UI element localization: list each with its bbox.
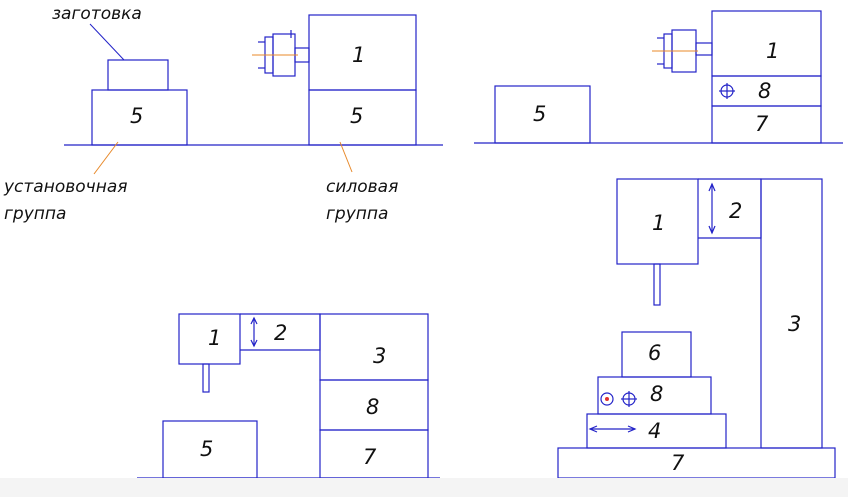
bed-block-7 xyxy=(557,447,836,478)
number-2: 2 xyxy=(274,321,287,345)
leader-workpiece xyxy=(89,23,125,61)
column-block-3 xyxy=(760,178,823,449)
number-5: 5 xyxy=(533,102,546,126)
vertical-arrow-icon xyxy=(708,182,716,235)
label-power-group-1: силовая xyxy=(326,177,398,197)
power-base-5 xyxy=(308,89,417,146)
number-7: 7 xyxy=(363,445,377,469)
slide-block-4 xyxy=(586,413,727,449)
panel-b xyxy=(474,10,843,144)
workpiece-block xyxy=(107,59,169,91)
number-5: 5 xyxy=(130,104,143,128)
label-setup-group-2: группа xyxy=(4,204,66,224)
label-power-group-2: группа xyxy=(326,204,388,224)
label-setup-group-1: установочная xyxy=(3,177,127,197)
leader-power xyxy=(339,141,353,173)
setup-block-5 xyxy=(91,89,188,146)
leader-setup xyxy=(93,141,119,175)
number-3: 3 xyxy=(373,344,386,368)
number-1: 1 xyxy=(652,211,665,235)
red-dot xyxy=(605,397,609,401)
number-8: 8 xyxy=(650,382,663,406)
panel-c xyxy=(137,313,440,478)
bottom-strip xyxy=(0,478,848,497)
number-4: 4 xyxy=(648,419,661,443)
table-block-5 xyxy=(494,85,591,144)
chuck-icon xyxy=(258,30,310,77)
number-5: 5 xyxy=(350,104,363,128)
guide-block-2 xyxy=(698,178,762,239)
number-8: 8 xyxy=(366,395,379,419)
label-workpiece: заготовка xyxy=(52,4,142,24)
crosshair-icon xyxy=(719,83,735,99)
number-5: 5 xyxy=(200,437,213,461)
bed-block-7 xyxy=(319,429,429,478)
horizontal-arrow-icon xyxy=(588,425,637,433)
panel-a xyxy=(64,14,443,146)
crosshair-icon xyxy=(621,391,637,407)
number-2: 2 xyxy=(729,199,742,223)
bed-block-7 xyxy=(711,105,822,144)
spindle xyxy=(653,263,661,306)
vertical-arrow-icon xyxy=(250,316,258,348)
dot-circle-icon xyxy=(600,392,614,406)
number-6: 6 xyxy=(648,341,661,365)
spindle xyxy=(202,363,210,393)
table-block-5 xyxy=(162,420,258,478)
number-3: 3 xyxy=(788,312,801,336)
number-7: 7 xyxy=(755,112,769,136)
number-1: 1 xyxy=(352,43,365,67)
number-7: 7 xyxy=(671,451,685,475)
number-1: 1 xyxy=(208,326,221,350)
number-8: 8 xyxy=(758,79,771,103)
panel-d xyxy=(557,178,836,478)
machine-layout-diagram: заготовка установочная группа силовая гр… xyxy=(3,4,843,478)
number-1: 1 xyxy=(766,39,779,63)
